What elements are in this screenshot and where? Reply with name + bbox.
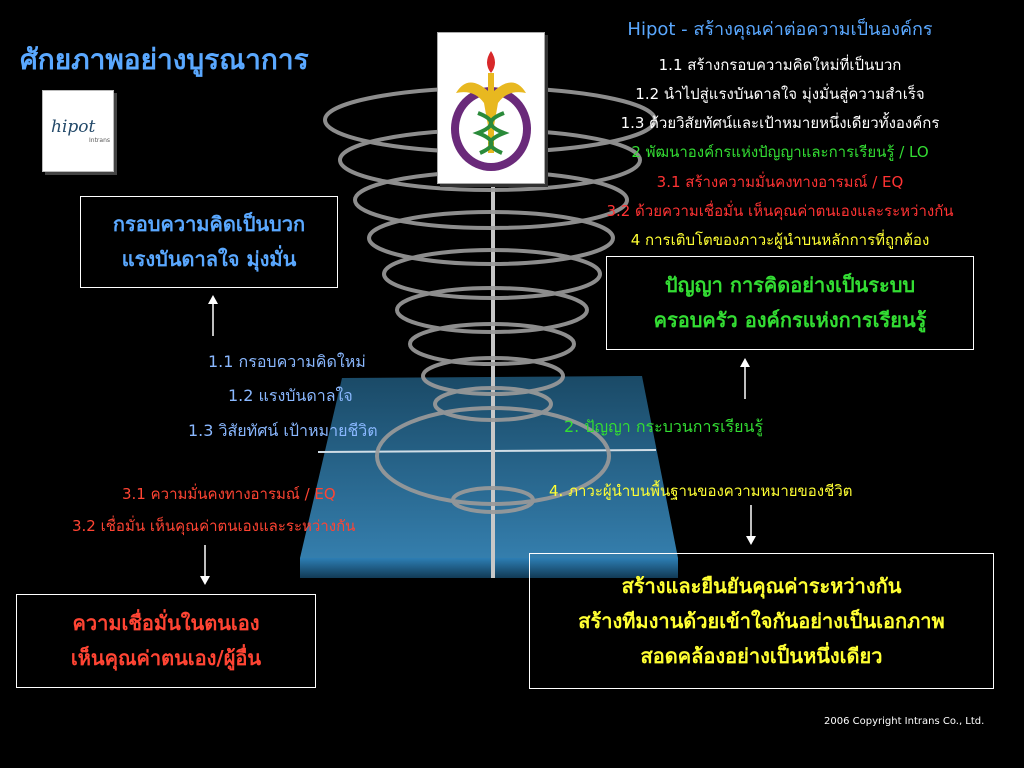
box-team-value: สร้างและยืนยันคุณค่าระหว่างกัน สร้างทีมง…	[529, 553, 994, 689]
organization-emblem	[437, 32, 545, 184]
header-line-1-2: 1.2 นำไปสู่แรงบันดาลใจ มุ่งมั่นสู่ความสำ…	[635, 85, 925, 103]
label-1-2: 1.2 แรงบันดาลใจ	[228, 386, 353, 405]
box-wisdom-systems-line1: ปัญญา การคิดอย่างเป็นระบบ	[664, 273, 916, 297]
box-self-confidence: ความเชื่อมั่นในตนเอง เห็นคุณค่าตนเอง/ผู้…	[16, 594, 316, 688]
emblem-graphic	[451, 51, 531, 171]
header-title-prefix: Hipot -	[627, 19, 694, 40]
arrow-down-left	[200, 545, 210, 585]
header-line-1-3: 1.3 ด้วยวิสัยทัศน์และเป้าหมายหนึ่งเดียวท…	[620, 114, 940, 132]
header-line-1-1: 1.1 สร้างกรอบความคิดใหม่ที่เป็นบวก	[658, 56, 902, 74]
box-self-confidence-line1: ความเชื่อมั่นในตนเอง	[72, 611, 260, 635]
page-title: ศักยภาพอย่างบูรณาการ	[20, 43, 309, 76]
header-line-3-1: 3.1 สร้างความมั่นคงทางอารมณ์ / EQ	[656, 173, 904, 191]
arrow-up-left	[208, 295, 218, 336]
label-4: 4. ภาวะผู้นำบนพื้นฐานของความหมายของชีวิต	[549, 482, 853, 500]
box-positive-mindset-line2: แรงบันดาลใจ มุ่งมั่น	[121, 247, 297, 271]
arrow-down-right	[746, 505, 756, 545]
box-positive-mindset-line1: กรอบความคิดเป็นบวก	[112, 212, 306, 236]
box-wisdom-systems-line2: ครอบครัว องค์กรแห่งการเรียนรู้	[653, 308, 927, 332]
box-team-value-line3: สอดคล้องอย่างเป็นหนึ่งเดียว	[640, 643, 883, 668]
label-1-1: 1.1 กรอบความคิดใหม่	[208, 352, 366, 371]
header-line-4: 4 การเติบโตของภาวะผู้นำบนหลักการที่ถูกต้…	[630, 231, 930, 249]
label-3-2: 3.2 เชื่อมั่น เห็นคุณค่าตนเองและระหว่างก…	[72, 517, 356, 535]
platform-side	[300, 558, 678, 578]
arrow-up-right	[740, 358, 750, 399]
header-line-2: 2 พัฒนาองค์กรแห่งปัญญาและการเรียนรู้ / L…	[631, 143, 929, 161]
box-self-confidence-line2: เห็นคุณค่าตนเอง/ผู้อื่น	[70, 646, 262, 670]
label-3-1: 3.1 ความมั่นคงทางอารมณ์ / EQ	[122, 485, 336, 503]
box-wisdom-systems: ปัญญา การคิดอย่างเป็นระบบ ครอบครัว องค์ก…	[606, 256, 974, 350]
header-title: Hipot - สร้างคุณค่าต่อความเป็นองค์กร	[520, 14, 1024, 43]
hipot-logo: hipot Intrans	[42, 90, 114, 172]
spiral-platform-graphic	[300, 86, 678, 578]
box-positive-mindset: กรอบความคิดเป็นบวก แรงบันดาลใจ มุ่งมั่น	[80, 196, 338, 288]
label-2: 2. ปัญญา กระบวนการเรียนรู้	[564, 417, 764, 436]
platform-top	[300, 376, 678, 558]
copyright-text: 2006 Copyright Intrans Co., Ltd.	[824, 716, 985, 727]
hipot-logo-sub: Intrans	[89, 137, 110, 144]
header-title-thai: สร้างคุณค่าต่อความเป็นองค์กร	[693, 19, 933, 40]
box-team-value-line2: สร้างทีมงานด้วยเข้าใจกันอย่างเป็นเอกภาพ	[578, 608, 945, 633]
label-1-3: 1.3 วิสัยทัศน์ เป้าหมายชีวิต	[188, 421, 378, 440]
hipot-logo-text: hipot	[51, 117, 96, 137]
box-team-value-line1: สร้างและยืนยันคุณค่าระหว่างกัน	[621, 573, 902, 598]
header-line-3-2: 3.2 ด้วยความเชื่อมั่น เห็นคุณค่าตนเองและ…	[606, 202, 954, 220]
